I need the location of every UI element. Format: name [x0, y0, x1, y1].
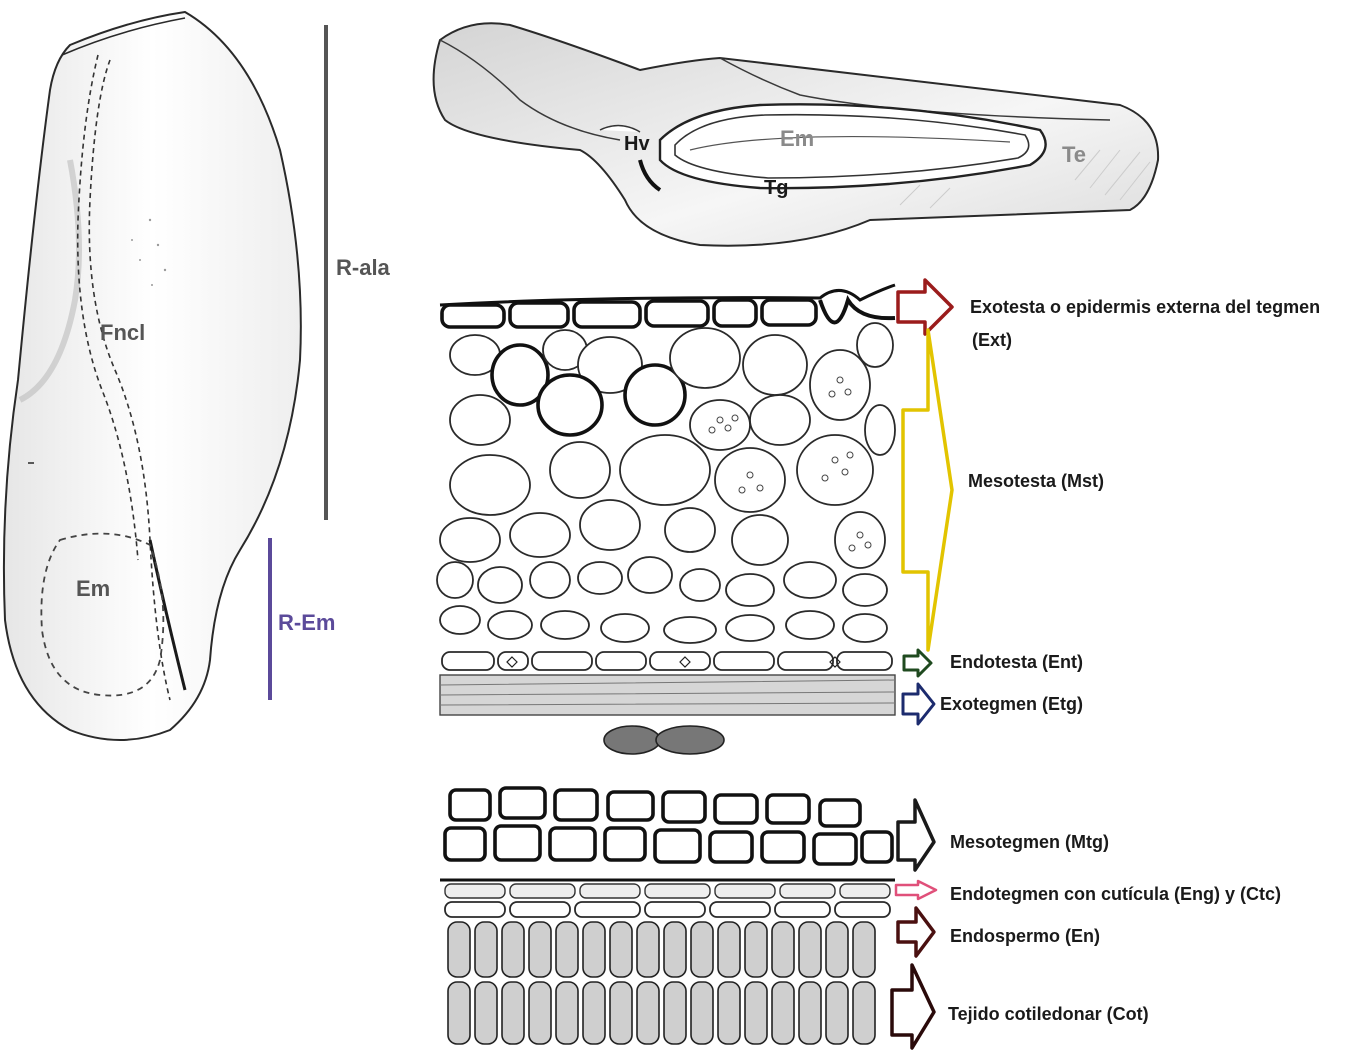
label-ent: Endotesta (Ent)	[950, 652, 1083, 672]
arrow-ent-icon	[904, 650, 931, 676]
endotegmen-cells	[440, 880, 895, 898]
arrow-etg-icon	[903, 684, 934, 724]
label-fncl: Fncl	[100, 320, 145, 345]
testa-cross-section	[437, 285, 895, 754]
layer-annotations: Exotesta o epidermis externa del tegmen …	[892, 280, 1320, 1048]
endotesta-cells	[442, 652, 892, 670]
mesotegmen-cells	[445, 788, 892, 864]
winged-seed-drawing: Fncl Em	[4, 12, 301, 740]
label-te: Te	[1062, 142, 1086, 167]
exotegmen-band	[440, 675, 895, 754]
label-r-ala: R-ala	[336, 255, 391, 280]
label-em-whole: Em	[76, 576, 110, 601]
seed-section-drawing: Hv Em Tg Te	[434, 23, 1159, 245]
exotesta-cells	[440, 285, 895, 327]
label-mtg: Mesotegmen (Mtg)	[950, 832, 1109, 852]
label-ext-abbr: (Ext)	[972, 330, 1012, 350]
label-mst: Mesotesta (Mst)	[968, 471, 1104, 491]
endosperm-cells	[445, 902, 890, 917]
arrow-cot-icon	[892, 965, 934, 1048]
cotyledon-cells	[448, 922, 875, 1044]
arrow-mst-icon	[903, 330, 952, 650]
mesotesta-cells	[437, 323, 895, 643]
arrow-mtg-icon	[898, 800, 934, 870]
tegmen-cross-section	[440, 788, 895, 1044]
arrow-ext-icon	[898, 280, 952, 334]
label-etg: Exotegmen (Etg)	[940, 694, 1083, 714]
arrow-eng-icon	[896, 881, 936, 899]
label-tg: Tg	[764, 177, 788, 199]
label-hv: Hv	[624, 133, 650, 155]
label-en: Endospermo (En)	[950, 926, 1100, 946]
label-cot: Tejido cotiledonar (Cot)	[948, 1004, 1149, 1024]
label-r-em: R-Em	[278, 610, 335, 635]
label-em-section: Em	[780, 126, 814, 151]
label-ext: Exotesta o epidermis externa del tegmen	[970, 297, 1320, 317]
arrow-en-icon	[898, 908, 934, 956]
label-eng: Endotegmen con cutícula (Eng) y (Ctc)	[950, 884, 1281, 904]
